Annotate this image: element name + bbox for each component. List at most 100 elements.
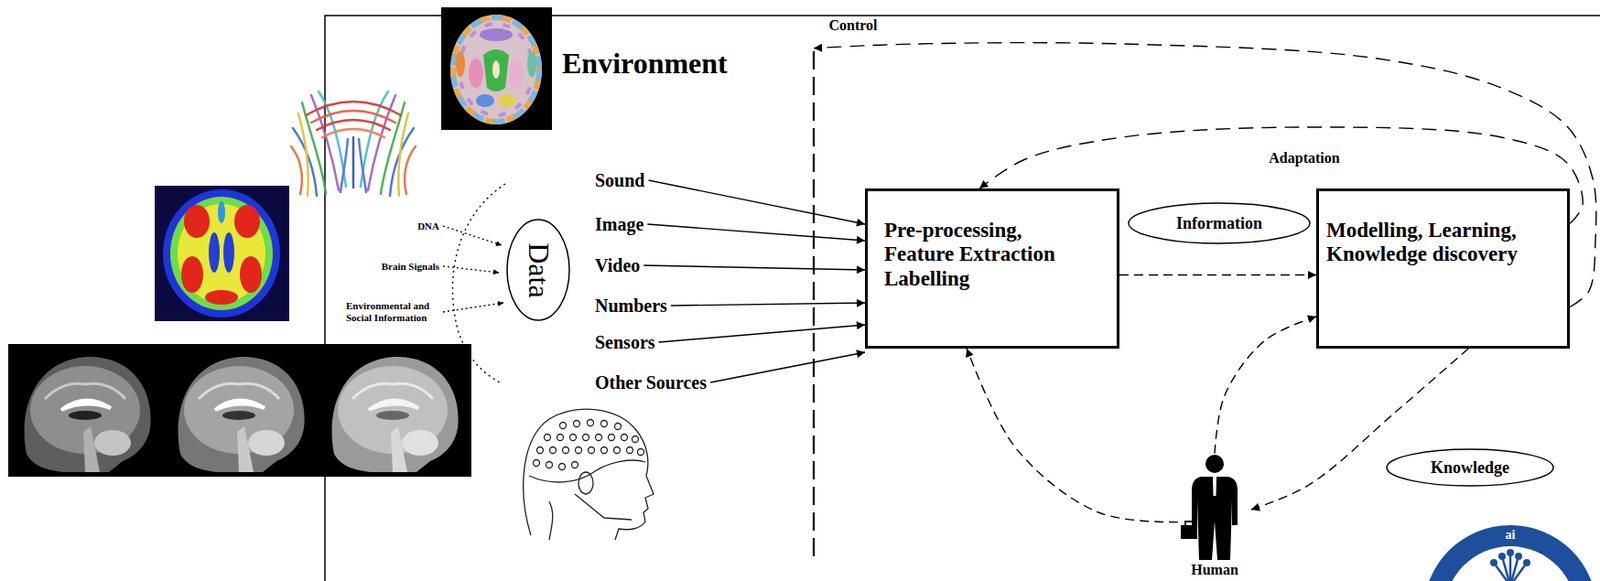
sagittal-mri-images <box>368 400 419 411</box>
flow-connector <box>1251 348 1469 510</box>
eeg-cap-head <box>614 447 621 455</box>
logo <box>1510 562 1527 581</box>
information-ellipse: Information <box>1127 202 1311 245</box>
axial-brain-image <box>483 49 509 92</box>
pet-scan-image <box>208 232 220 273</box>
eeg-cap-head <box>529 460 646 483</box>
ellipse-text: Knowledge <box>1430 458 1510 478</box>
eeg-cap-head <box>562 447 570 455</box>
axial-brain-image <box>508 58 524 88</box>
figure-label: Human <box>1190 562 1239 579</box>
region-heading: Environment <box>562 46 728 81</box>
axial-brain-image <box>527 51 537 77</box>
tractography-image <box>298 113 309 196</box>
axial-brain-image <box>453 17 540 122</box>
source-bracket <box>452 183 506 383</box>
tractography-image <box>404 146 416 195</box>
eeg-cap-head <box>578 472 594 495</box>
box-text: Modelling, Learning, Knowledge discovery <box>1326 218 1524 268</box>
tractography-image <box>322 129 385 138</box>
logo <box>1502 556 1511 581</box>
eeg-cap-head <box>523 409 654 541</box>
pet-scan-image <box>205 290 238 305</box>
process-box: Modelling, Learning, Knowledge discovery <box>1316 188 1570 349</box>
ellipse-shape <box>507 219 570 321</box>
eeg-cap-head <box>615 423 622 431</box>
sagittal-mri-images <box>68 410 102 421</box>
input-arrow <box>648 180 866 225</box>
eeg-cap-head <box>627 447 634 455</box>
eeg-cap-head <box>588 447 595 455</box>
source-label: DNA <box>417 220 440 233</box>
logo <box>1509 552 1513 581</box>
axial-brain-image <box>479 28 513 42</box>
eeg-cap-head <box>608 434 616 442</box>
human-figure: Human <box>1178 454 1252 579</box>
input-label: Sound <box>594 170 646 192</box>
source-label: Environmental and Social Information <box>345 300 440 324</box>
briefcase <box>1180 525 1198 540</box>
input-arrow <box>659 324 865 343</box>
briefcase-handle <box>1185 521 1193 526</box>
tractography-image <box>318 91 346 187</box>
boundary-line <box>812 51 815 560</box>
input-arrow <box>710 352 865 383</box>
sagittal-mri-images <box>24 356 152 473</box>
flow-connector <box>1214 316 1317 455</box>
sagittal-mri-images <box>332 356 459 473</box>
tractography-image <box>291 91 416 196</box>
input-arrow <box>443 266 499 273</box>
eeg-cap-head <box>632 436 639 444</box>
eeg-cap-head <box>587 420 595 427</box>
input-arrows <box>443 180 865 383</box>
eeg-cap-head <box>559 464 566 471</box>
sagittal-mri-images <box>178 356 305 473</box>
logo <box>1493 552 1527 581</box>
sagittal-mri-images <box>44 383 126 400</box>
eeg-cap-head <box>523 409 654 541</box>
axial-brain-image <box>459 23 533 116</box>
tractography-image <box>340 139 348 193</box>
pet-scan-image <box>234 205 260 238</box>
connector-label: Adaptation <box>1266 150 1341 167</box>
tractography-image <box>291 146 303 195</box>
axial-brain-image <box>475 94 495 108</box>
sagittal-mri-images <box>198 383 280 400</box>
data-ellipse: Data <box>506 218 571 322</box>
input-label: Image <box>594 214 644 236</box>
sagittal-mri-images <box>94 430 131 456</box>
axial-brain-image <box>468 58 484 88</box>
human-silhouette <box>1178 454 1251 563</box>
eeg-cap-head <box>574 494 632 520</box>
pet-scan-image <box>181 256 204 293</box>
axial-brain-image <box>450 14 542 125</box>
sagittal-mri-images <box>332 356 459 473</box>
connectors <box>813 43 1597 523</box>
logo <box>1490 549 1531 581</box>
axial-brain-image <box>441 7 552 130</box>
human-body <box>1191 476 1238 561</box>
axial-brain-image <box>453 17 540 122</box>
logo <box>1514 552 1523 561</box>
eeg-cap-head <box>573 421 581 428</box>
logo <box>1490 559 1498 567</box>
sagittal-mri-images <box>8 344 472 477</box>
eeg-cap-head <box>595 434 603 442</box>
tractography-image <box>360 91 389 187</box>
input-label: Video <box>594 255 640 277</box>
sagittal-mri-images <box>248 430 285 456</box>
knowledge-ellipse: Knowledge <box>1385 448 1555 487</box>
eeg-cap-head <box>637 449 645 456</box>
environment-frame <box>324 15 1600 581</box>
box-text: Pre-processing, Feature Extraction Label… <box>884 218 1068 292</box>
human-head <box>1205 454 1224 474</box>
axial-brain-image <box>455 51 465 77</box>
eeg-cap-head <box>601 447 608 455</box>
source-label: Brain Signals <box>381 260 440 273</box>
axial-brain-image <box>492 60 500 79</box>
logo <box>1523 559 1531 567</box>
environment-region: EnvironmentData <box>324 15 814 560</box>
eeg-cap-head <box>544 434 552 442</box>
pet-scan-image <box>217 201 226 224</box>
